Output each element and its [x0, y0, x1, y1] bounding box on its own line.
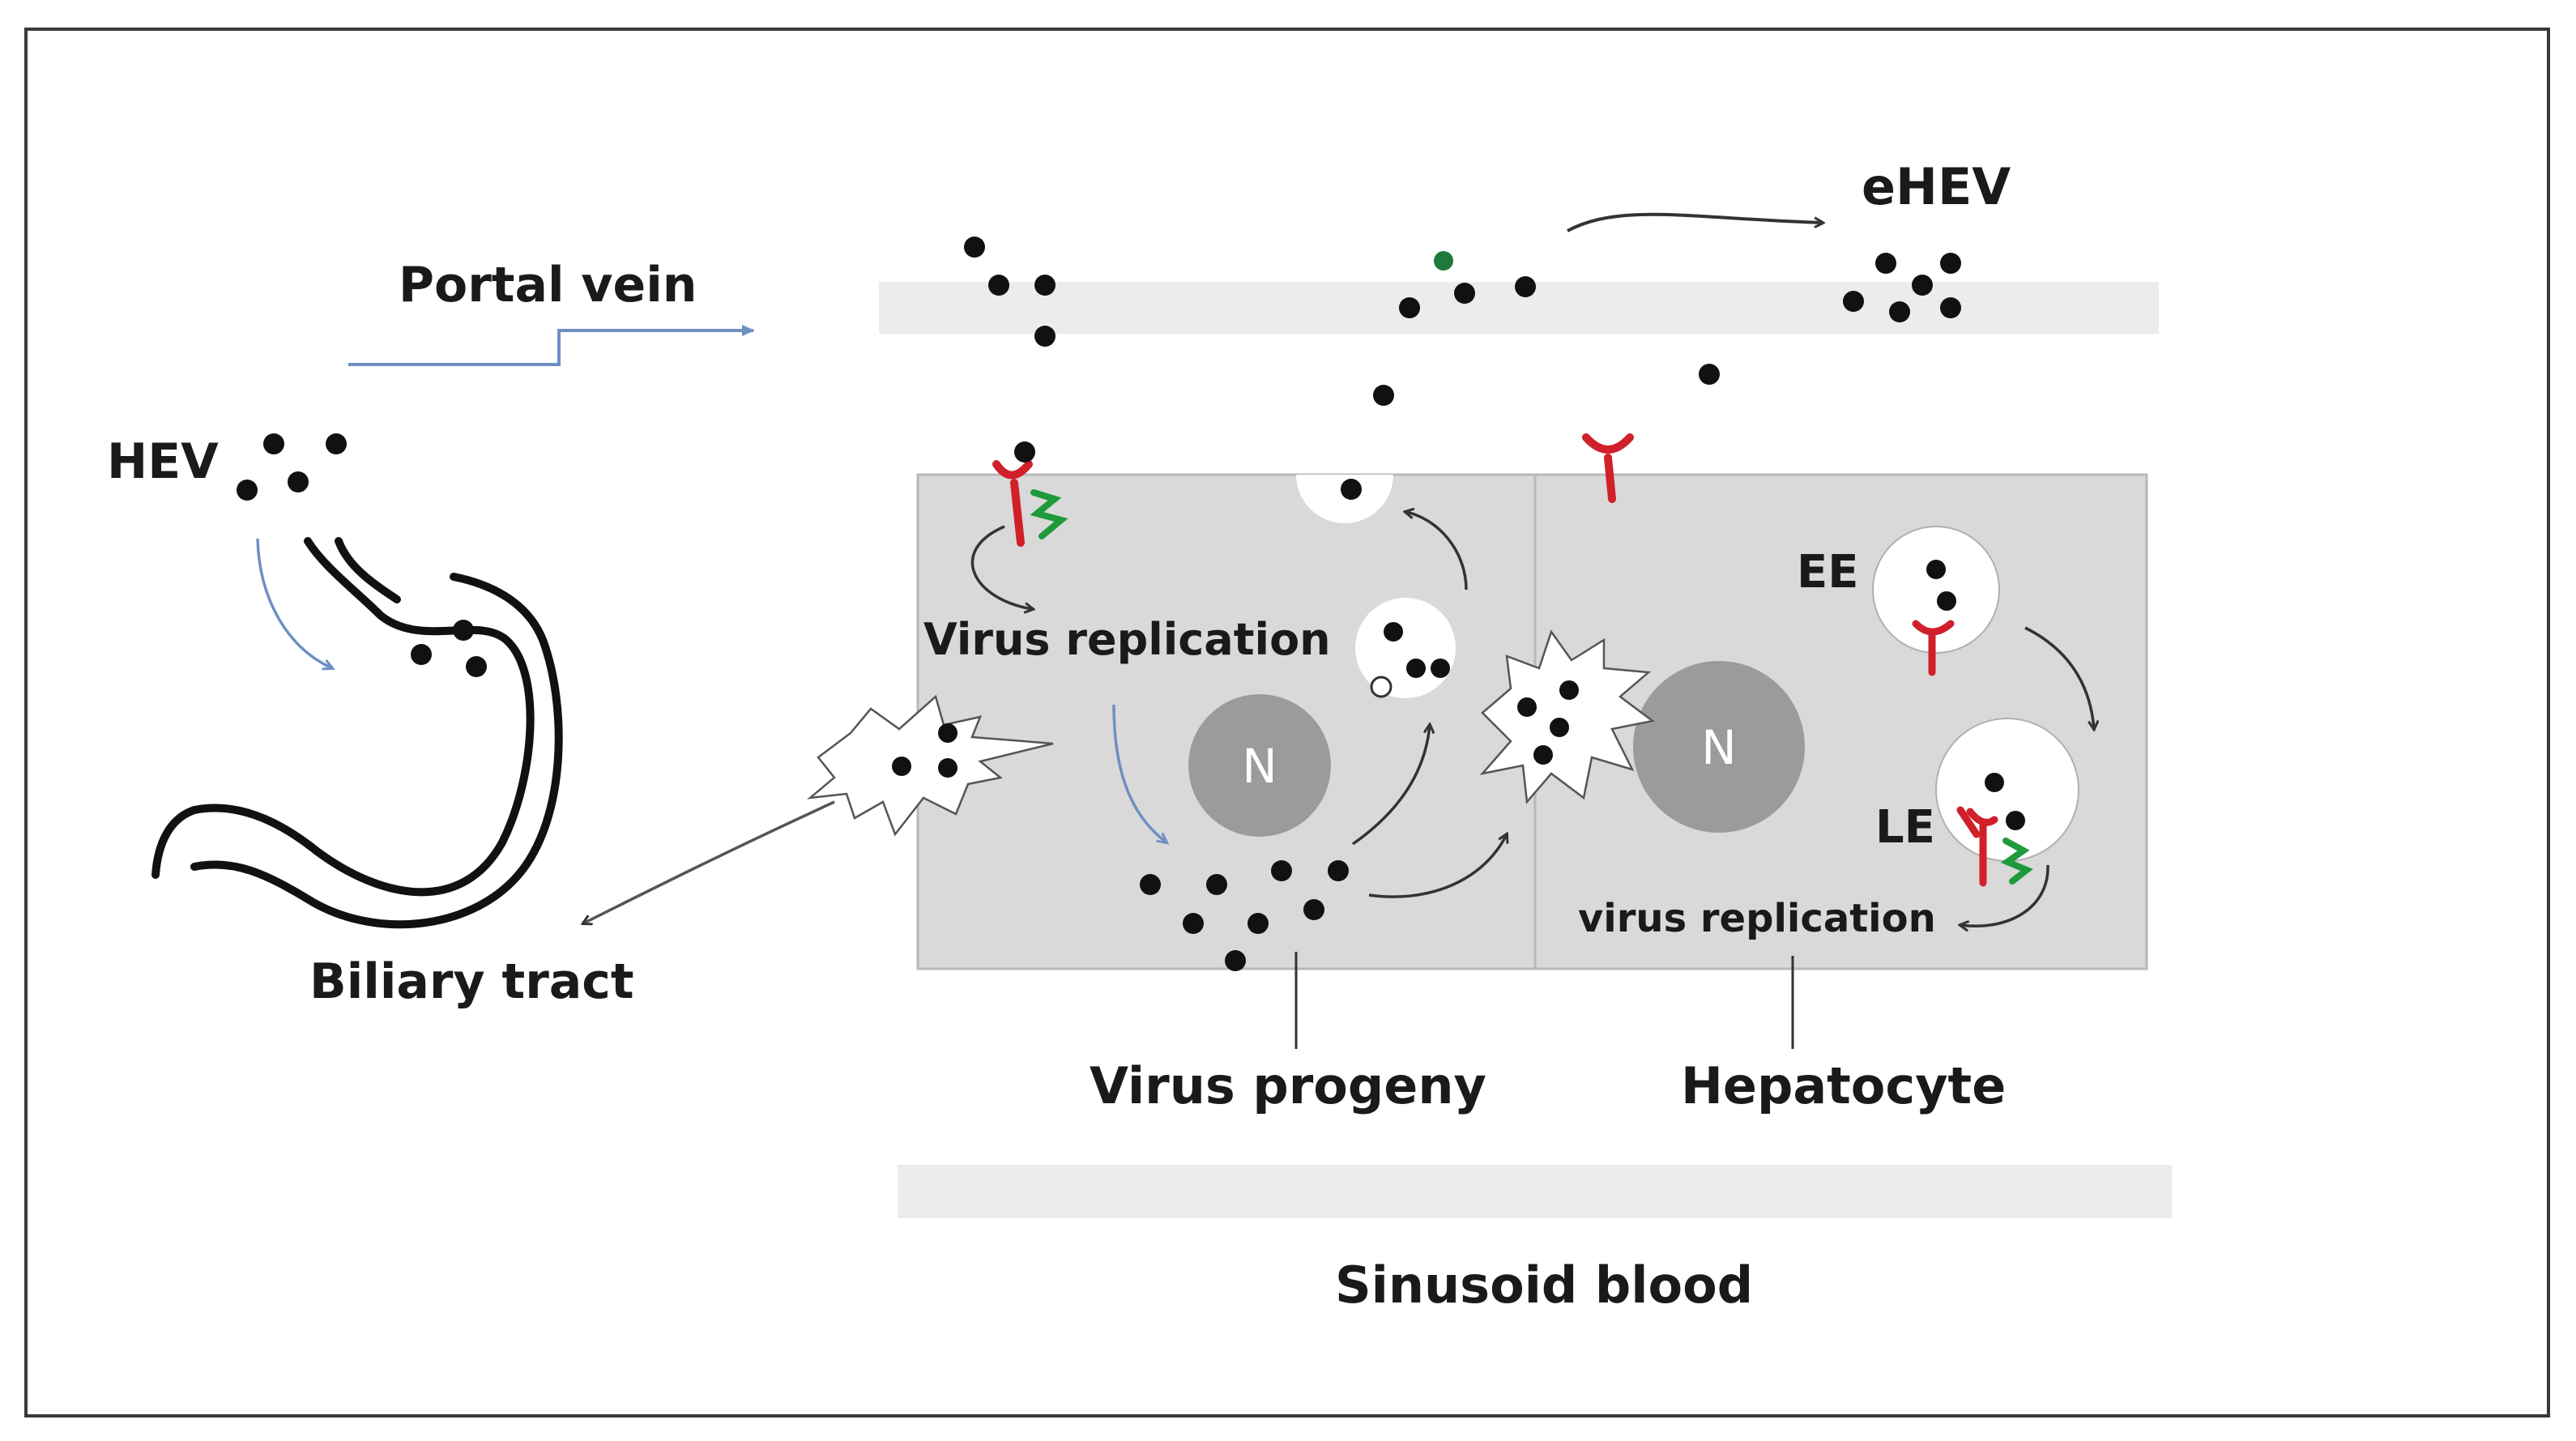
burst-virion — [892, 757, 911, 776]
burst-virion — [1550, 718, 1569, 737]
biliary-release-arrow — [583, 800, 835, 923]
nucleus-right — [1633, 661, 1805, 833]
ehev-cluster — [1843, 253, 1961, 322]
burst-virion — [1533, 745, 1553, 765]
stomach-virion — [453, 620, 474, 641]
entry-receptor — [992, 460, 1033, 547]
burst-virion — [1559, 680, 1579, 700]
endocytosis-pit — [1296, 475, 1393, 523]
vesicle-exocytosis-arrow — [1405, 512, 1468, 590]
le-coreceptor — [2000, 838, 2033, 885]
burst-virion — [938, 723, 957, 743]
portal-vein-label: Portal vein — [399, 257, 697, 313]
ee-to-le-arrow — [2024, 626, 2094, 729]
ee-virion — [1937, 591, 1956, 611]
membrane-receptor-right — [1582, 433, 1634, 503]
portal-vein-flow-arrow — [348, 325, 755, 366]
hev-cluster — [237, 433, 347, 501]
bound-virion — [1014, 441, 1035, 463]
vesicle-left — [1355, 598, 1456, 698]
portal-virions-mid — [1373, 251, 1720, 406]
nucleus-left-label: N — [1242, 739, 1277, 794]
vesicle-virion — [1406, 659, 1426, 678]
virus-replication-label: Virus replication — [923, 614, 1331, 665]
stomach-virion — [411, 644, 432, 665]
ee-receptor — [1912, 620, 1955, 676]
vesicle-virion — [1431, 659, 1450, 678]
le-to-replication-arrow — [1960, 864, 2049, 926]
hepatocyte-label: Hepatocyte — [1681, 1056, 2006, 1115]
sinusoid-blood-band — [898, 1165, 2172, 1218]
virus-progeny-cluster — [1140, 860, 1349, 971]
le-virion — [2006, 811, 2025, 830]
stomach-illustration — [151, 537, 563, 929]
burst-virion — [1517, 697, 1537, 717]
sinusoid-blood-label: Sinusoid blood — [1335, 1256, 1753, 1315]
hev-label: HEV — [107, 433, 219, 490]
virion-in-pit — [1341, 479, 1362, 500]
le-virion — [1985, 773, 2004, 792]
ee-virion — [1926, 560, 1946, 579]
ehev-release-arrow — [1567, 212, 1823, 232]
vesicle-empty-particle — [1370, 676, 1392, 698]
progeny-to-spread-arrow — [1368, 834, 1507, 898]
ehev-label: eHEV — [1862, 157, 2011, 216]
nucleus-right-label: N — [1701, 720, 1736, 775]
ingestion-arrow — [256, 538, 332, 668]
biliary-tract-label: Biliary tract — [309, 953, 634, 1010]
virus-progeny-label: Virus progeny — [1090, 1056, 1486, 1115]
ee-label: EE — [1797, 546, 1859, 599]
entry-coreceptor — [1030, 489, 1068, 539]
progeny-to-vesicle-arrow — [1351, 725, 1430, 846]
le-receptor — [1956, 806, 1998, 887]
burst-virion — [938, 758, 957, 778]
biliary-release-burst — [807, 694, 1054, 837]
replication-to-progeny-arrow — [1112, 704, 1166, 842]
le-label: LE — [1875, 801, 1935, 854]
portal-virions-left — [964, 237, 1056, 347]
cell-release-burst — [1479, 629, 1655, 804]
stomach-virion — [466, 656, 487, 677]
virus-replication-lower-label: virus replication — [1578, 896, 1936, 941]
nucleus-left — [1188, 694, 1331, 837]
early-endosome — [1872, 526, 2000, 654]
vesicle-virion — [1384, 622, 1403, 642]
entry-to-replication-arrow — [970, 525, 1033, 609]
